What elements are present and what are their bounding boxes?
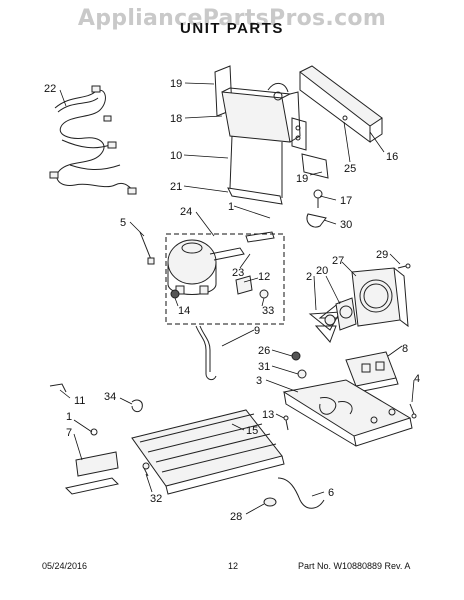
condenser-coil[interactable]	[131, 409, 285, 495]
fan-shroud[interactable]	[351, 267, 409, 328]
leader-lines	[59, 82, 415, 515]
callout-12: 12	[258, 271, 270, 283]
watermark: AppliancePartsPros.com	[77, 6, 387, 31]
callout-5: 5	[120, 217, 126, 229]
callout-7: 7	[66, 427, 72, 439]
evaporator-cover[interactable]	[299, 65, 383, 143]
callout-4: 4	[414, 373, 420, 385]
wire-harness[interactable]	[49, 85, 137, 195]
clip-34[interactable]	[131, 399, 143, 413]
fan-screw[interactable]	[397, 263, 411, 269]
compressor-group-outline	[165, 233, 285, 325]
callout-1: 1	[228, 201, 234, 213]
footer-date: 05/24/2016	[42, 561, 88, 571]
callout-22: 22	[44, 83, 56, 95]
callout-10: 10	[170, 150, 182, 162]
callout-2: 2	[306, 271, 312, 283]
evaporator-assembly[interactable]	[214, 65, 307, 205]
condenser-fan[interactable]	[308, 297, 357, 343]
callout-15: 15	[246, 425, 258, 437]
callout-34: 34	[104, 391, 116, 403]
callout-6: 6	[328, 487, 334, 499]
callout-20: 20	[316, 265, 328, 277]
callout-26: 26	[258, 345, 270, 357]
callout-9: 9	[254, 325, 260, 337]
callout-18: 18	[170, 113, 182, 125]
callout-11: 11	[74, 395, 85, 407]
base-pan[interactable]	[282, 379, 413, 447]
drain-heater[interactable]	[64, 428, 120, 495]
screw[interactable]	[409, 403, 417, 419]
callout-21: 21	[170, 181, 182, 193]
screw-clip[interactable]	[306, 189, 327, 228]
callout-28: 28	[230, 511, 242, 523]
callout-29: 29	[376, 249, 388, 261]
tubing[interactable]	[195, 325, 217, 381]
mounting-bolt[interactable]	[139, 231, 155, 265]
page-title: UNIT PARTS	[180, 20, 284, 37]
bracket[interactable]	[301, 153, 329, 179]
footer-part-number: Part No. W10880889 Rev. A	[298, 561, 411, 571]
callout-13: 13	[262, 409, 274, 421]
callout-30: 30	[340, 219, 352, 231]
callout-3: 3	[256, 375, 262, 387]
callout-23: 23	[232, 267, 244, 279]
callout-16: 16	[386, 151, 398, 163]
footer-page: 12	[228, 561, 239, 571]
callout-14: 14	[178, 305, 190, 317]
callout-33: 33	[262, 305, 274, 317]
drain-tube[interactable]	[263, 477, 325, 509]
callout-31: 31	[258, 361, 270, 373]
callout-24: 24	[180, 206, 192, 218]
callout-17: 17	[340, 195, 352, 207]
grommet-32[interactable]	[142, 462, 150, 477]
callout-8: 8	[402, 343, 408, 355]
callout-32: 32	[150, 493, 162, 505]
grommets[interactable]	[291, 351, 307, 379]
compressor[interactable]	[167, 239, 245, 295]
callout-27: 27	[332, 255, 344, 267]
callout-25: 25	[344, 163, 356, 175]
callout-1b: 1	[66, 411, 72, 423]
screw-13[interactable]	[283, 415, 289, 431]
callout-labels: 22 19 18 10 21 1 24 5 19 17 30 25 16 23 …	[44, 78, 420, 523]
wire-11[interactable]	[49, 383, 67, 393]
callout-19: 19	[170, 78, 182, 90]
callout-19b: 19	[296, 173, 308, 185]
